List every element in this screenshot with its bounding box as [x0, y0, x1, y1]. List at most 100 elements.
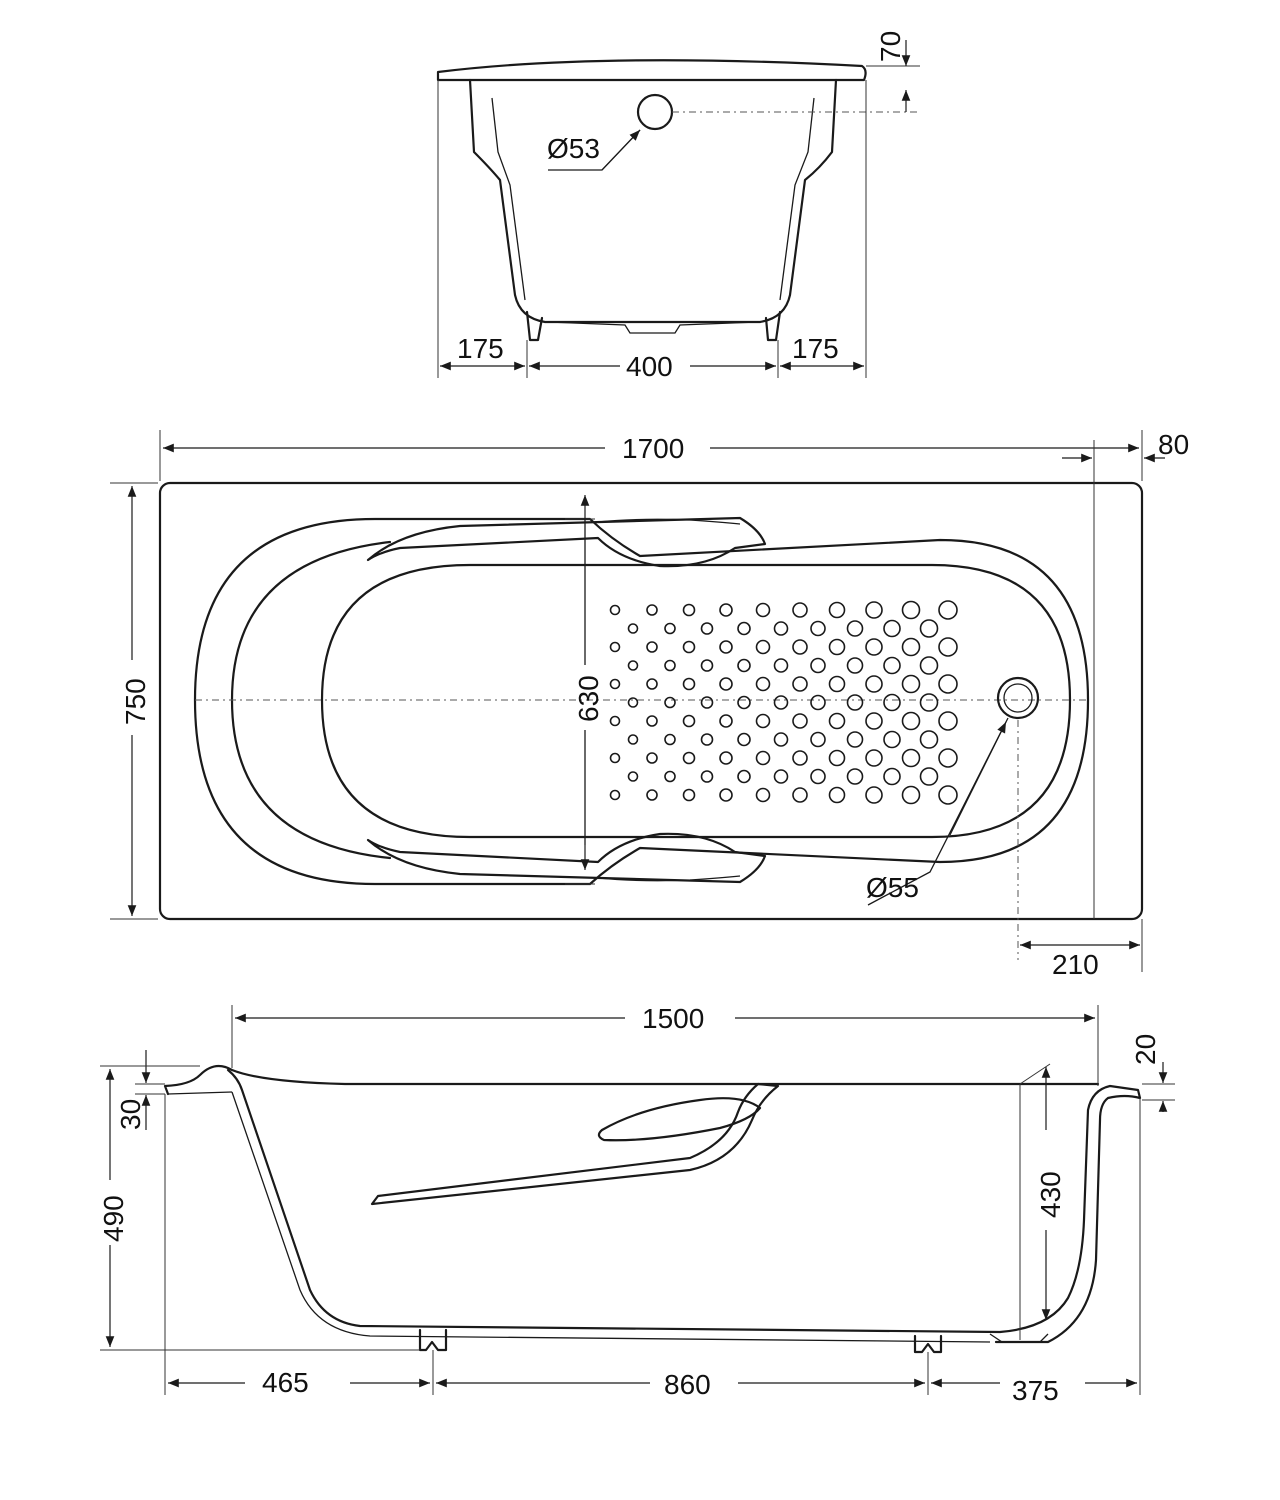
side-body	[226, 1068, 1142, 1344]
anti-slip-dot	[609, 752, 621, 764]
anti-slip-dot	[773, 658, 789, 673]
anti-slip-dot	[627, 734, 639, 745]
total-length-label: 1700	[622, 433, 684, 464]
anti-slip-dot	[810, 731, 826, 748]
anti-slip-dot	[773, 621, 789, 636]
anti-slip-dot	[737, 769, 751, 784]
anti-slip-dot	[846, 731, 864, 748]
end-view-left-leg	[525, 310, 544, 342]
anti-slip-dot	[828, 601, 846, 619]
plan-bottom-handle	[366, 832, 767, 884]
anti-slip-dot	[719, 788, 733, 802]
side-handle	[370, 1082, 780, 1206]
anti-slip-dot	[901, 674, 921, 694]
anti-slip-dot	[883, 767, 901, 786]
anti-slip-dot	[700, 733, 714, 746]
anti-slip-dot	[810, 620, 826, 637]
anti-slip-dot	[700, 770, 714, 783]
anti-slip-dot-pattern	[609, 600, 958, 805]
side-left-leg	[418, 1328, 448, 1352]
anti-slip-dot	[919, 619, 939, 638]
left-leg-offset-label: 465	[262, 1367, 309, 1398]
end-leg-spacing-label: 400	[626, 351, 673, 382]
anti-slip-dot	[865, 638, 883, 656]
anti-slip-dot	[919, 730, 939, 749]
anti-slip-dot	[828, 712, 846, 730]
anti-slip-dot	[828, 675, 846, 693]
end-left-offset-label: 175	[457, 333, 504, 364]
anti-slip-dot	[682, 677, 696, 691]
anti-slip-dot	[664, 733, 676, 746]
leg-spacing-label: 860	[664, 1369, 711, 1400]
end-view: Ø53 70 175 400 175	[436, 31, 920, 382]
anti-slip-dot	[700, 659, 714, 672]
anti-slip-dot	[737, 695, 751, 710]
anti-slip-dot	[828, 786, 846, 804]
anti-slip-dot	[700, 696, 714, 709]
anti-slip-dot	[773, 695, 789, 710]
end-view-rim	[436, 59, 867, 82]
anti-slip-dot	[901, 748, 921, 768]
overflow-diameter-label: Ø53	[547, 133, 600, 164]
anti-slip-dot	[865, 786, 883, 804]
side-view: 1500 20 430 30 490 465	[98, 1003, 1175, 1406]
anti-slip-dot	[810, 694, 826, 711]
anti-slip-dot	[846, 657, 864, 674]
inner-width-label: 630	[573, 675, 604, 722]
anti-slip-dot	[719, 714, 733, 728]
anti-slip-dot	[609, 604, 621, 616]
anti-slip-dot	[646, 678, 658, 690]
anti-slip-dot	[792, 713, 808, 729]
anti-slip-dot	[627, 697, 639, 708]
anti-slip-dot	[883, 693, 901, 712]
inner-length-label: 1500	[642, 1003, 704, 1034]
anti-slip-dot	[810, 768, 826, 785]
anti-slip-dot	[792, 676, 808, 692]
anti-slip-dot	[938, 600, 958, 620]
anti-slip-dot	[609, 789, 621, 801]
overflow-hole	[636, 93, 674, 131]
anti-slip-dot	[901, 600, 921, 620]
end-view-body	[468, 78, 838, 324]
anti-slip-dot	[938, 674, 958, 694]
anti-slip-dot	[846, 768, 864, 785]
anti-slip-dot	[865, 675, 883, 693]
side-rim	[163, 1064, 1100, 1096]
anti-slip-dot	[938, 637, 958, 657]
anti-slip-dot	[737, 621, 751, 636]
plan-top-handle	[366, 516, 767, 568]
anti-slip-dot	[773, 732, 789, 747]
anti-slip-dot	[719, 603, 733, 617]
anti-slip-dot	[865, 749, 883, 767]
anti-slip-dot	[646, 604, 658, 616]
anti-slip-dot	[919, 693, 939, 712]
anti-slip-dot	[755, 639, 771, 655]
right-margin-label: 80	[1158, 429, 1189, 460]
anti-slip-dot	[792, 639, 808, 655]
anti-slip-dot	[682, 788, 696, 802]
anti-slip-dot	[682, 714, 696, 728]
anti-slip-dot	[901, 637, 921, 657]
anti-slip-dot	[792, 602, 808, 618]
side-right-leg	[913, 1334, 943, 1354]
anti-slip-dot	[682, 603, 696, 617]
anti-slip-dot	[682, 640, 696, 654]
anti-slip-dot	[737, 732, 751, 747]
anti-slip-dot	[865, 601, 883, 619]
rim-thickness-label: 20	[1130, 1034, 1161, 1065]
anti-slip-dot	[627, 623, 639, 634]
anti-slip-dot	[609, 641, 621, 653]
anti-slip-dot	[627, 771, 639, 782]
rim-height-label: 70	[875, 31, 906, 62]
plan-view: Ø55 210 630 750 1700 80	[110, 429, 1189, 980]
anti-slip-dot	[901, 785, 921, 805]
anti-slip-dot	[938, 711, 958, 731]
plan-inner-basin	[320, 563, 1072, 839]
anti-slip-dot	[828, 638, 846, 656]
anti-slip-dot	[865, 712, 883, 730]
anti-slip-dot	[883, 656, 901, 675]
anti-slip-dot	[664, 770, 676, 783]
anti-slip-dot	[664, 696, 676, 709]
drain-diameter-label: Ø55	[866, 872, 919, 903]
